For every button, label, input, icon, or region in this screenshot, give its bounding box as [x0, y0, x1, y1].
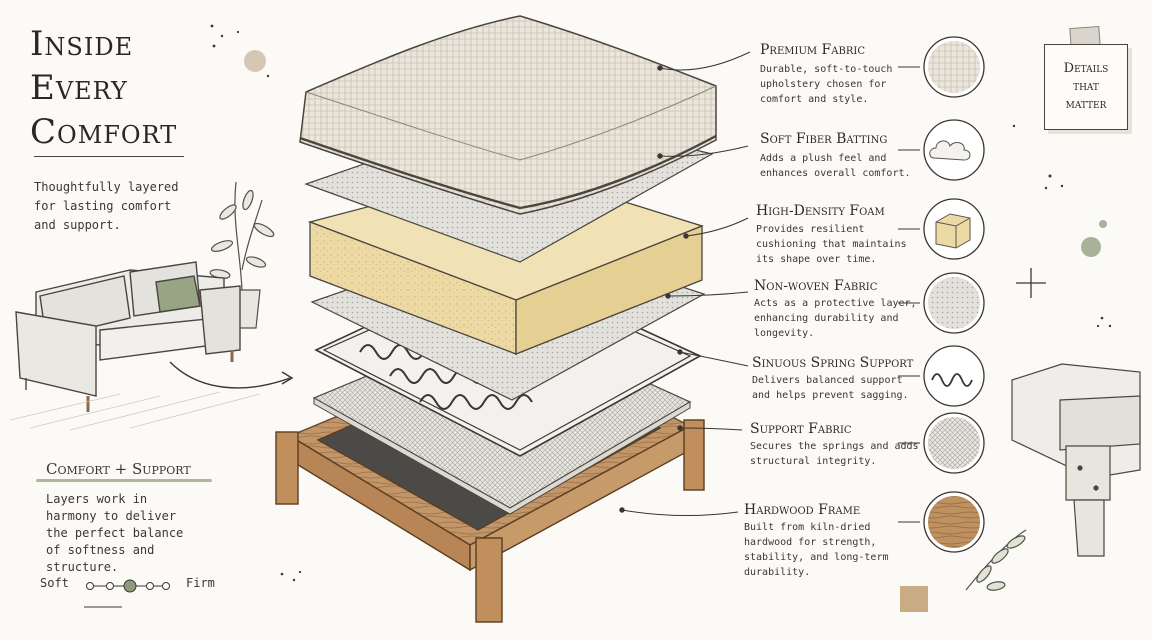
decor-wood-square — [900, 586, 928, 612]
layer-desc-sinuous-spring-support: Delivers balanced support and helps prev… — [752, 375, 909, 401]
cushion-illustration — [299, 15, 717, 215]
layer-label-sinuous-spring-support: Sinuous Spring Support — [752, 355, 914, 371]
intro-text: Thoughtfully layered for lasting comfort… — [34, 180, 179, 232]
swatch-support-fabric — [923, 412, 985, 474]
sofa-illustration — [15, 261, 294, 412]
swatch-fiber-batting — [923, 119, 985, 181]
layer-label-soft-fiber-batting: Soft Fiber Batting — [760, 131, 888, 147]
leaf-sprig-icon — [965, 529, 1027, 591]
scale-soft-label: Soft — [40, 576, 69, 590]
layer-label-support-fabric: Support Fabric — [750, 421, 852, 437]
details-note-text: Details that matter — [1063, 61, 1109, 112]
title-line-1: Inside — [30, 24, 134, 64]
layer-label-high-density-foam: High-Density Foam — [756, 203, 885, 219]
comfort-support-text: Layers work in harmony to deliver the pe… — [46, 492, 184, 574]
layer-label-hardwood-frame: Hardwood Frame — [744, 502, 861, 518]
layer-desc-soft-fiber-batting: Adds a plush feel and enhances overall c… — [760, 153, 911, 179]
comfort-support-underline — [36, 479, 212, 482]
layer-desc-premium-fabric: Durable, soft-to-touch upholstery chosen… — [760, 64, 893, 105]
firmness-scale — [84, 579, 170, 608]
decor-dots — [210, 24, 1112, 582]
floor-hatching — [9, 391, 261, 431]
scale-firm-label: Firm — [186, 576, 215, 590]
support-fabric-edge — [313, 397, 691, 515]
layer-desc-hardwood-frame: Built from kiln-dried hardwood for stren… — [744, 522, 889, 578]
crosshair-icon — [1016, 268, 1046, 298]
layer-desc-nonwoven-fabric: Acts as a protective layer, enhancing du… — [754, 298, 917, 339]
swatch-premium-fabric — [923, 36, 985, 98]
layer-label-nonwoven-fabric: Non-woven Fabric — [754, 278, 878, 294]
swatch-hardwood-frame — [923, 491, 985, 553]
comfort-support-title: Comfort + Support — [46, 460, 191, 478]
decor-sage-dot — [1099, 220, 1107, 228]
swatch-nonwoven-fabric — [923, 272, 985, 334]
layer-desc-high-density-foam: Provides resilient cushioning that maint… — [756, 224, 907, 265]
leader-lines — [619, 51, 920, 523]
title-line-2: Every — [30, 68, 128, 108]
swatch-high-density-foam — [923, 198, 985, 260]
decor-sage-circle — [1081, 237, 1101, 257]
title-line-3: Comfort — [30, 112, 178, 152]
frame-detail-sketch — [1011, 363, 1141, 557]
details-note: Details that matter — [1044, 44, 1128, 130]
page-title: Inside Every Comfort — [30, 22, 200, 154]
firmness-selected — [123, 579, 137, 593]
title-divider — [34, 156, 184, 157]
decor-tan-circle — [244, 50, 266, 72]
layer-label-premium-fabric: Premium Fabric — [760, 42, 865, 58]
swatch-sinuous-spring — [923, 345, 985, 407]
layer-desc-support-fabric: Secures the springs and adds structural … — [750, 441, 919, 467]
